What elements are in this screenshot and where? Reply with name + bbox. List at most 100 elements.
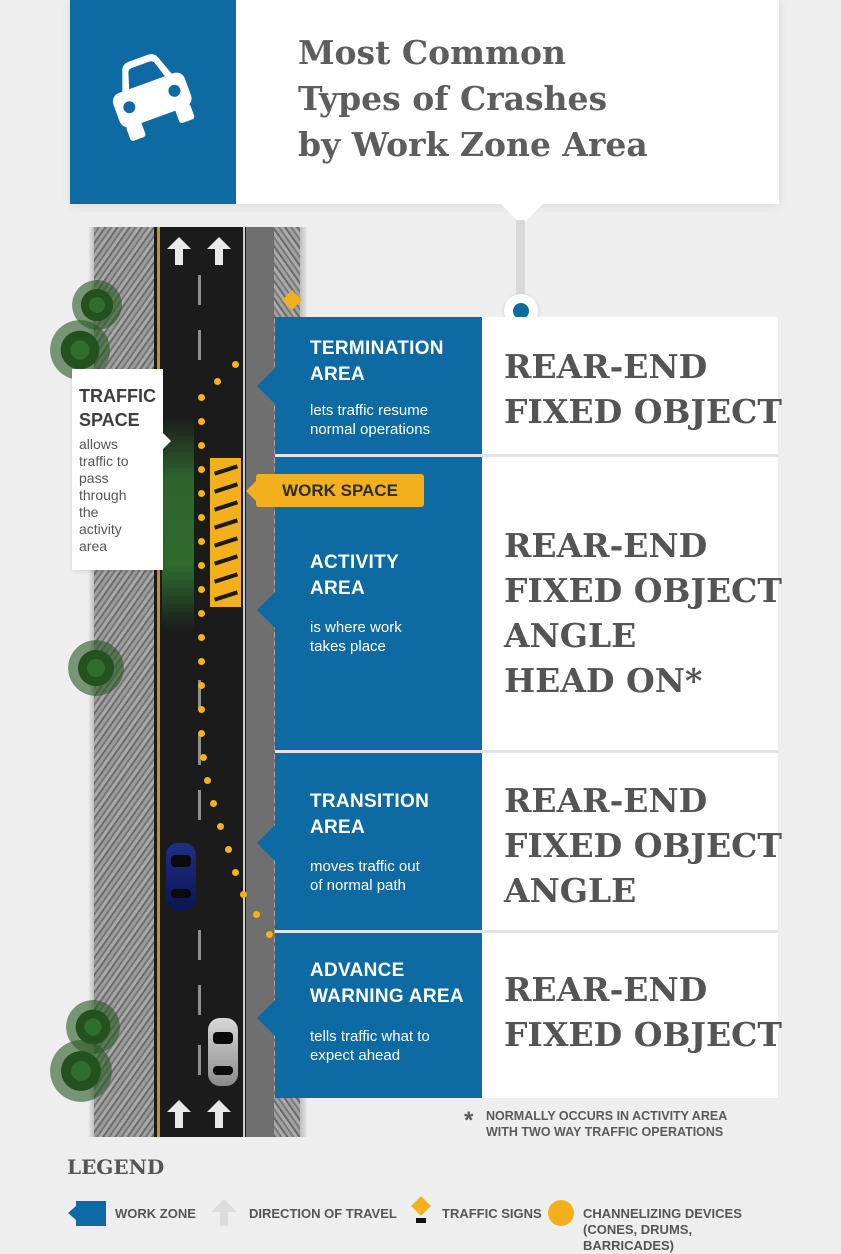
title-line-1: Most Common xyxy=(298,33,566,72)
zone-crash-panel xyxy=(482,457,778,750)
zone-description: moves traffic out of normal path xyxy=(310,858,420,894)
zone-title: TRANSITION AREA xyxy=(310,791,430,838)
traffic-space-description: allows traffic to pass through the activ… xyxy=(79,436,129,554)
work-space-pointer xyxy=(246,481,256,501)
arrow-up-icon xyxy=(211,1199,237,1226)
zone-title: ACTIVITY AREA xyxy=(310,552,399,599)
direction-arrows-top xyxy=(167,237,231,265)
crash-type: FIXED OBJECT xyxy=(504,392,782,431)
crash-types-list: REAR-END FIXED OBJECT xyxy=(504,344,782,434)
legend-label-direction: DIRECTION OF TRAVEL xyxy=(249,1206,397,1221)
traffic-space-card xyxy=(72,369,163,570)
zone-pointer xyxy=(257,825,275,861)
zone-description: tells traffic what to expect ahead xyxy=(310,1028,430,1064)
crash-type: FIXED OBJECT xyxy=(504,571,782,610)
zone-termination: TERMINATION AREA lets traffic resume nor… xyxy=(257,317,782,455)
zone-pointer xyxy=(257,368,275,404)
zone-description: is where work takes place xyxy=(310,619,402,655)
work-space-label: WORK SPACE xyxy=(256,474,424,507)
crash-types-list: REAR-END FIXED OBJECT ANGLE xyxy=(504,778,782,913)
zone-label-panel xyxy=(275,933,482,1098)
palm-tree-icon xyxy=(68,640,124,696)
cone-dot xyxy=(198,586,205,593)
zone-label-panel xyxy=(275,317,482,455)
cone-dot-icon xyxy=(548,1200,574,1226)
cone-dot xyxy=(217,823,224,830)
cone-dot xyxy=(198,466,205,473)
white-edge-line xyxy=(243,227,245,1137)
crash-type: REAR-END xyxy=(504,526,708,565)
title-line-2: Types of Crashes xyxy=(298,79,608,118)
zone-advance-warning: ADVANCE WARNING AREA tells traffic what … xyxy=(257,933,782,1098)
lane-dash xyxy=(198,930,201,960)
lane-dash xyxy=(198,790,201,820)
blue-car-icon xyxy=(166,843,196,911)
header-icon-panel xyxy=(70,0,236,204)
lane-dash xyxy=(198,680,201,710)
legend-label-work-zone: WORK ZONE xyxy=(115,1206,196,1221)
car-icon xyxy=(112,54,195,141)
zone-title: TERMINATION AREA xyxy=(310,338,444,385)
cone-dot xyxy=(214,378,221,385)
title-line-3: by Work Zone Area xyxy=(298,125,648,164)
yellow-edge-line xyxy=(157,227,160,1137)
lane-dash xyxy=(198,985,201,1015)
zone-activity: ACTIVITY AREA is where work takes place … xyxy=(257,457,782,750)
zone-pointer xyxy=(257,1000,275,1036)
work-barricade xyxy=(210,458,241,607)
zone-pointer xyxy=(257,592,275,628)
cone-dot xyxy=(232,869,239,876)
zone-transition: TRANSITION AREA moves traffic out of nor… xyxy=(257,753,782,930)
cone-dot xyxy=(232,361,239,368)
lane-dash xyxy=(198,735,201,765)
traffic-space-pointer xyxy=(162,432,171,450)
crash-type: FIXED OBJECT xyxy=(504,826,782,865)
zone-crash-panel xyxy=(482,933,778,1098)
silver-car-icon xyxy=(208,1018,238,1086)
zone-description: lets traffic resume normal operations xyxy=(310,402,431,438)
traffic-sign-icon xyxy=(411,1196,431,1216)
zone-label-panel xyxy=(275,753,482,930)
work-zone-swatch xyxy=(76,1201,106,1226)
cone-dot xyxy=(198,682,205,689)
cone-dot xyxy=(204,777,211,784)
crash-types-list: REAR-END FIXED OBJECT ANGLE HEAD ON* xyxy=(504,523,782,703)
crash-type: REAR-END xyxy=(504,347,708,386)
cone-dot xyxy=(198,418,205,425)
zone-divider xyxy=(275,930,778,933)
legend-label-channelizing: CHANNELIZING DEVICES (CONES, DRUMS, BARR… xyxy=(583,1206,742,1253)
palm-tree-icon xyxy=(50,1040,112,1102)
cone-dot xyxy=(200,754,207,761)
traffic-space-title: TRAFFIC SPACE xyxy=(79,386,156,430)
sign-post xyxy=(416,1218,426,1223)
crash-type: ANGLE xyxy=(504,871,637,910)
arrow-up-icon xyxy=(167,1100,191,1128)
crash-type: ANGLE xyxy=(504,616,637,655)
work-zone-swatch-pointer xyxy=(68,1206,76,1220)
arrow-up-icon xyxy=(167,237,191,265)
cone-dot xyxy=(198,658,205,665)
lane-dash xyxy=(198,1045,201,1075)
crash-type: REAR-END xyxy=(504,781,708,820)
legend-title: LEGEND xyxy=(67,1155,165,1179)
footnote-text: NORMALLY OCCURS IN ACTIVITY AREA WITH TW… xyxy=(486,1109,728,1139)
arrow-up-icon xyxy=(207,237,231,265)
legend-label-traffic-signs: TRAFFIC SIGNS xyxy=(442,1206,542,1221)
zone-title: ADVANCE WARNING AREA xyxy=(310,960,464,1007)
zone-crash-panel xyxy=(482,753,778,930)
crash-type: FIXED OBJECT xyxy=(504,1015,782,1054)
cone-dot xyxy=(266,931,273,938)
header-pointer xyxy=(500,203,544,225)
connector-stem xyxy=(516,220,525,304)
cone-dot xyxy=(198,442,205,449)
cone-dot xyxy=(198,538,205,545)
traffic-space-highlight xyxy=(162,415,194,630)
cone-dot xyxy=(198,490,205,497)
crash-types-list: REAR-END FIXED OBJECT xyxy=(504,967,782,1057)
footnote-asterisk: * xyxy=(464,1107,474,1134)
cone-dot xyxy=(210,800,217,807)
cone-dot xyxy=(198,610,205,617)
cone-dot xyxy=(225,846,232,853)
page-title: Most Common Types of Crashes by Work Zon… xyxy=(298,30,758,168)
lane-dash xyxy=(198,330,201,360)
